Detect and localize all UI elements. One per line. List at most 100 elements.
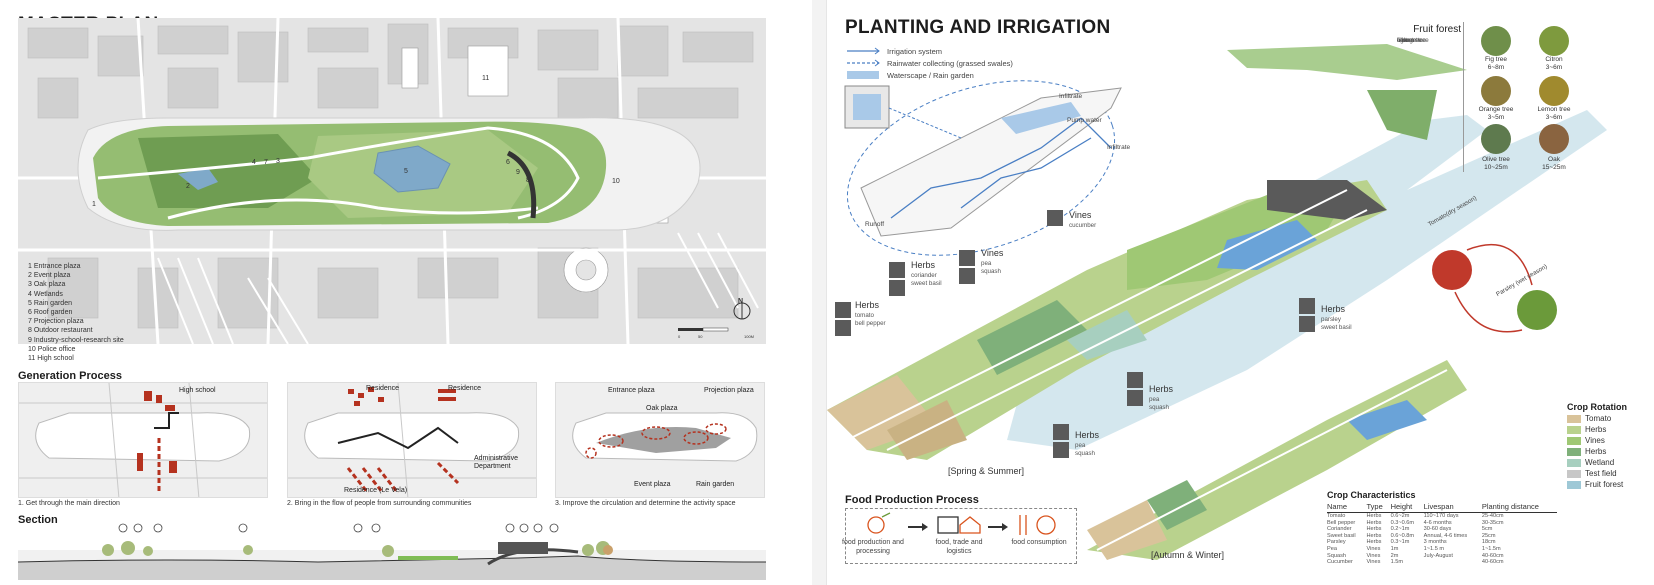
crop-swatch-herbs-2	[1567, 448, 1581, 456]
generation-caption-1: 1. Get through the main direction	[18, 500, 120, 507]
north-label: N	[738, 298, 743, 305]
food-step-production: food production and processing	[842, 539, 904, 555]
legend-waterscape: Waterscape / Rain garden	[887, 71, 974, 80]
crop-swatch-test-field	[1567, 470, 1581, 478]
crop-rotation-herbs: Herbs	[1585, 425, 1607, 434]
scale-label-100: 100M	[744, 334, 754, 339]
header-type: Type	[1366, 502, 1391, 513]
cell: Coriander	[1327, 526, 1352, 533]
cell: Herbs	[1366, 513, 1382, 519]
lemon-tree-photo-icon	[1539, 76, 1569, 106]
cell: Squash	[1327, 552, 1346, 559]
legend-item: 9 Industry-school-research site	[28, 336, 124, 344]
cell	[1424, 559, 1482, 566]
panel3-label-event: Event plaza	[634, 481, 671, 488]
plant-tag-sub: sweet basil	[1321, 324, 1352, 331]
herbs-thumbnail-icon	[835, 320, 851, 336]
fruit-list-item: lemon tree	[1397, 37, 1427, 44]
panel1-label-high-school: High school	[179, 387, 216, 394]
master-plan-map: 1 2 3 4 5 6 7 8 9 10 11 0 50 100M N	[18, 18, 766, 344]
plan-label-6: 6	[506, 159, 510, 166]
herbs-thumbnail-icon	[1127, 372, 1143, 388]
plan-label-5: 5	[404, 168, 408, 175]
crop-characteristics-table: Name Type Height Livespan Planting dista…	[1327, 502, 1557, 566]
plant-tag-sub: tomato	[855, 312, 874, 319]
landscape-axonometric	[827, 44, 1607, 560]
plant-tag-sub: pea	[1075, 442, 1086, 449]
generation-panel-2: Residence Residence Residence (Le Vela) …	[287, 382, 537, 498]
panel2-label-residence-2: Residence	[448, 385, 482, 392]
label-runoff: Runoff	[865, 221, 884, 228]
plant-tag-title: Herbs	[1149, 384, 1174, 394]
legend-item: 8 Outdoor restaurant	[28, 327, 93, 335]
fruit-list-item: oak	[1397, 37, 1407, 44]
label-infiltrate-top: Infiltrate	[1059, 93, 1083, 100]
herbs-thumbnail-icon	[1299, 298, 1315, 314]
plan-label-3: 3	[276, 158, 280, 165]
citron-photo-icon	[1539, 26, 1569, 56]
generation-panel-1: High school	[18, 382, 268, 498]
food-step-trade: food, trade and logistics	[935, 539, 983, 555]
cell: Annual, 4-6 times	[1423, 532, 1468, 539]
generation-process-title: Generation Process	[18, 370, 122, 382]
master-plan-board: MASTER PLAN	[0, 0, 812, 585]
generation-caption-2: 2. Bring in the flow of people from surr…	[287, 500, 472, 507]
cell: 0.6~2m	[1390, 513, 1410, 519]
oak-photo-icon	[1539, 124, 1569, 154]
legend-item: 11 High school	[28, 355, 74, 363]
label-spring-summer: [Spring & Summer]	[948, 466, 1025, 476]
legend-item: 5 Rain garden	[28, 299, 72, 307]
plant-tag-sub: cucumber	[1069, 222, 1097, 229]
header-name: Name	[1327, 502, 1367, 513]
header-planting-distance: Planting distance	[1481, 502, 1557, 513]
cell: 25-40cm	[1481, 513, 1504, 519]
plan-label-10: 10	[612, 178, 620, 185]
fruit-list-item: citron	[1397, 37, 1413, 44]
legend-rainwater-collecting: Rainwater collecting (grassed swales)	[887, 59, 1013, 68]
legend-item: 4 Wetlands	[28, 290, 63, 298]
cell: Vines	[1366, 552, 1381, 559]
panel3-label-entrance: Entrance plaza	[608, 387, 655, 394]
fruit-list-item: olive tree	[1397, 37, 1423, 44]
cell: Parsley	[1327, 539, 1346, 546]
plan-label-1: 1	[92, 201, 96, 208]
crop-rotation-vines: Vines	[1585, 436, 1605, 445]
cell: Herbs	[1366, 519, 1382, 526]
crop-rotation-fruit-forest: Fruit forest	[1585, 480, 1624, 489]
plant-tag-title: Herbs	[855, 300, 880, 310]
cell: Herbs	[1366, 532, 1382, 539]
plant-tag-sub: pea	[981, 260, 992, 267]
olive-tree-photo-icon	[1481, 124, 1511, 154]
crop-rotation-test-field: Test field	[1585, 469, 1617, 478]
legend-item: 2 Event plaza	[28, 272, 71, 280]
section-drawing	[18, 523, 766, 580]
cell: 40-60cm	[1481, 559, 1504, 566]
cell: 30-35cm	[1481, 519, 1504, 526]
crop-rotation-wetland: Wetland	[1585, 458, 1615, 467]
label-infiltrate-right: Infiltrate	[1107, 144, 1131, 151]
cell: Vines	[1366, 545, 1381, 552]
plan-label-9: 9	[516, 169, 520, 176]
cell: Vines	[1366, 559, 1381, 566]
plant-tag-sub: parsley	[1321, 316, 1341, 323]
plan-label-4: 4	[252, 159, 256, 166]
panel2-label-administrative: Administrative Department	[474, 455, 518, 470]
cell: 30-60 days	[1423, 526, 1452, 533]
herbs-thumbnail-icon	[1127, 390, 1143, 406]
vines-thumbnail-icon	[1047, 210, 1063, 226]
herbs-thumbnail-icon	[1053, 442, 1069, 458]
plant-tag-sub: sweet basil	[911, 280, 942, 287]
cell: Bell pepper	[1327, 519, 1356, 526]
food-process-icons	[867, 512, 1056, 535]
header-livespan: Livespan	[1423, 502, 1482, 513]
vines-thumbnail-icon	[959, 250, 975, 266]
panel2-label-residence-1: Residence	[366, 385, 400, 392]
